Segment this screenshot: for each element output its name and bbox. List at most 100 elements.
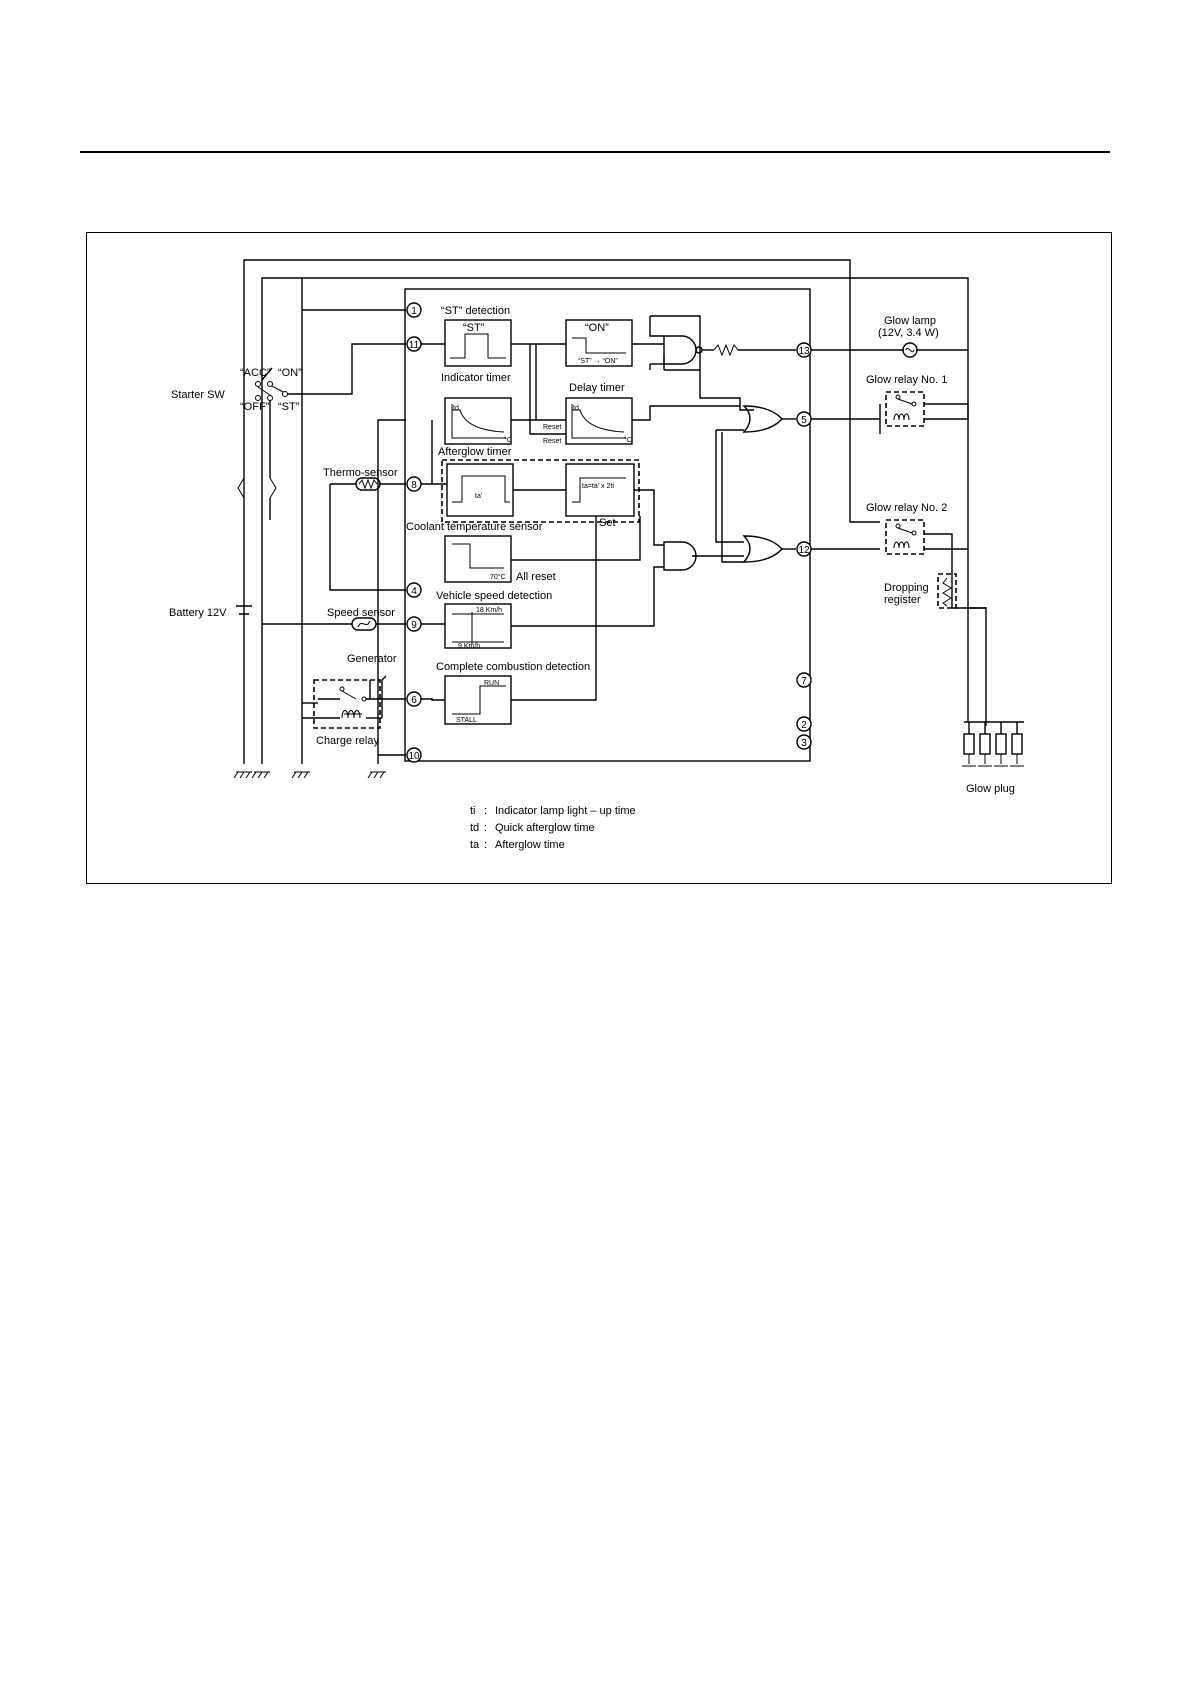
ta-formula-box xyxy=(565,463,635,517)
pin-5: 5 xyxy=(796,411,812,427)
speed-hysteresis xyxy=(452,612,504,644)
label-st: “ST” xyxy=(278,401,300,413)
glow-lamp-symbol xyxy=(902,342,918,358)
label-on: “ON” xyxy=(278,367,302,379)
label-run: RUN xyxy=(484,680,499,687)
pin-11-label: 11 xyxy=(409,340,420,351)
label-off: “OFF” xyxy=(240,401,270,413)
ta-formula-pulse xyxy=(572,477,626,503)
glow-plugs-symbol xyxy=(962,722,1024,767)
dropping-resistor-symbol xyxy=(937,573,957,609)
label-afterglow-timer: Afterglow timer xyxy=(438,446,512,458)
label-acc: “ACC” xyxy=(240,367,271,379)
pin-12: 12 xyxy=(796,541,812,557)
label-battery: Battery 12V xyxy=(169,607,227,619)
legend-abbr-ta: ta xyxy=(470,839,480,851)
label-on-box: “ON” xyxy=(585,322,609,334)
delay-timer-box xyxy=(565,397,633,445)
coolant-step xyxy=(452,543,504,569)
on-box xyxy=(565,319,633,367)
legend: ti : Indicator lamp light – up time td :… xyxy=(470,805,636,851)
label-ta-prime: ta' xyxy=(475,493,482,500)
ground-symbols xyxy=(233,771,386,779)
control-unit-box xyxy=(404,288,811,762)
label-complete-combustion-detection: Complete combustion detection xyxy=(436,661,590,673)
legend-abbr-td: td xyxy=(470,822,479,834)
label-glow-plug: Glow plug xyxy=(966,783,1015,795)
pin-1-label: 1 xyxy=(411,306,417,317)
legend-text-ta: Afterglow time xyxy=(495,839,565,851)
label-td-2: td xyxy=(573,405,579,412)
legend-abbr-ti: ti xyxy=(470,805,476,817)
pin-11: 11 xyxy=(406,336,422,352)
pin-6-label: 6 xyxy=(411,695,417,706)
run-stall-step xyxy=(452,685,506,715)
combustion-detect-box xyxy=(444,675,512,725)
charge-relay-symbol xyxy=(313,679,381,729)
pin-1: 1 xyxy=(406,302,422,318)
pin-7-label: 7 xyxy=(801,676,807,687)
pin-4: 4 xyxy=(406,582,422,598)
label-delay-timer: Delay timer xyxy=(569,382,625,394)
label-glow-relay-2: Glow relay No. 2 xyxy=(866,502,947,514)
label-glow-relay-1: Glow relay No. 1 xyxy=(866,374,947,386)
ta-prime-box xyxy=(446,463,514,517)
diagram-labels: Starter SW “ACC” “ON” “OFF” “ST” Battery… xyxy=(169,305,1015,795)
pin-10: 10 xyxy=(406,747,422,763)
label-indicator-timer: Indicator timer xyxy=(441,372,511,384)
afterglow-timer-box xyxy=(444,397,512,445)
legend-sep-2: : xyxy=(484,822,487,834)
pin-12-label: 12 xyxy=(798,545,810,556)
connector-pins: 1 11 8 4 9 6 10 13 5 12 7 2 3 xyxy=(406,302,812,763)
starter-switch-symbol xyxy=(236,381,288,615)
header-rule xyxy=(80,151,1110,153)
label-speed-18: 18 Km/h xyxy=(476,607,502,614)
nor-gate-1 xyxy=(742,405,783,433)
pin-8: 8 xyxy=(406,476,422,492)
speed-sensor-symbol xyxy=(351,617,377,631)
label-glow-lamp-rating: (12V, 3.4 W) xyxy=(878,327,939,339)
legend-sep-3: : xyxy=(484,839,487,851)
label-st-detection: “ST” detection xyxy=(441,305,510,317)
and-gate-2 xyxy=(663,541,697,571)
label-dropping: Dropping xyxy=(884,582,929,594)
pin-13-label: 13 xyxy=(798,346,810,357)
st-pulse xyxy=(450,333,506,359)
label-speed-9: 9 Km/h xyxy=(458,643,480,650)
pin-3-label: 3 xyxy=(801,738,807,749)
label-set: Set xyxy=(599,517,616,529)
pin-2-label: 2 xyxy=(801,720,807,731)
label-thermo-sensor: Thermo-sensor xyxy=(323,467,398,479)
label-st-to-on: “ST” → “ON” xyxy=(578,358,618,365)
label-glow-lamp: Glow lamp xyxy=(884,315,936,327)
right-side-wiring xyxy=(811,349,1024,726)
label-charge-relay: Charge relay xyxy=(316,735,379,747)
label-reset-1: Reset xyxy=(543,424,561,431)
label-deg-c-2: °C xyxy=(624,436,632,444)
pin-10-label: 10 xyxy=(408,751,420,762)
wiring xyxy=(243,259,986,764)
pin-13: 13 xyxy=(796,342,812,358)
pin-8-label: 8 xyxy=(411,480,417,491)
pin-9-label: 9 xyxy=(411,620,417,631)
on-step xyxy=(572,337,626,354)
delay-curve xyxy=(571,404,626,439)
pin-4-label: 4 xyxy=(411,586,417,597)
afterglow-group-dashed xyxy=(441,459,640,523)
pin-6: 6 xyxy=(406,691,422,707)
or-gate-2 xyxy=(742,535,783,563)
label-vehicle-speed-detection: Vehicle speed detection xyxy=(436,590,552,602)
legend-sep-1: : xyxy=(484,805,487,817)
thermo-sensor-symbol xyxy=(355,477,381,491)
pin-5-label: 5 xyxy=(801,415,807,426)
label-generator: Generator xyxy=(347,653,397,665)
diagram-frame xyxy=(86,232,1112,884)
glow-relay-1-symbol xyxy=(885,391,925,427)
label-stall: STALL xyxy=(456,717,477,724)
afterglow-curve xyxy=(451,404,506,439)
label-st-box: “ST” xyxy=(463,322,485,334)
legend-text-ti: Indicator lamp light – up time xyxy=(495,805,636,817)
pin-9: 9 xyxy=(406,616,422,632)
ta-prime-pulse xyxy=(452,475,510,503)
